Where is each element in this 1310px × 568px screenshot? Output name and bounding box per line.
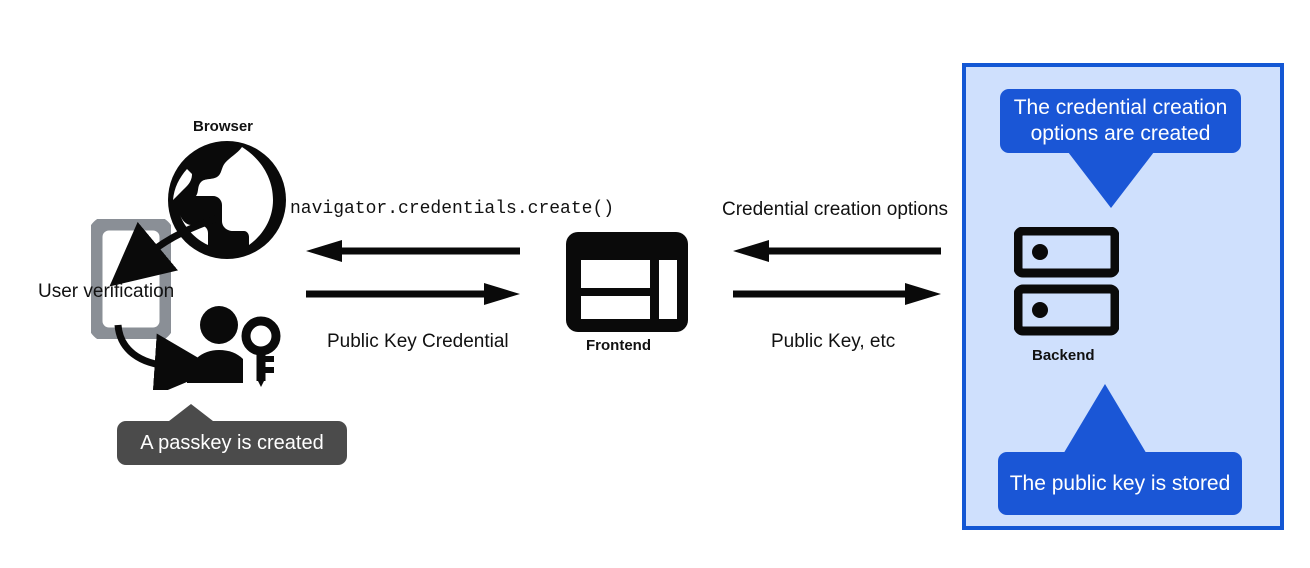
callout-public-key-stored-text: The public key is stored <box>1009 471 1231 495</box>
callout-tail-public-key-stored <box>1062 384 1148 456</box>
callout-passkey-created: A passkey is created <box>117 421 347 465</box>
browser-label: Browser <box>193 118 254 135</box>
server-racks-icon <box>1014 227 1119 336</box>
user-verification-label: User verification <box>38 281 175 302</box>
arrow-left-icon <box>733 240 941 262</box>
arrow-left-icon <box>306 240 520 262</box>
arrow-right-icon <box>306 283 520 305</box>
user-with-key-icon <box>187 306 281 387</box>
curved-arrow-icon <box>109 214 220 287</box>
backend-label: Backend <box>1032 347 1095 364</box>
callout-tail-credential-options <box>1068 152 1154 208</box>
callout-credential-creation-options-text: The credential creation options are crea… <box>1013 96 1228 145</box>
flow-label-credential-creation-options: Credential creation options <box>722 199 949 220</box>
frontend-window-icon <box>566 232 688 332</box>
frontend-label: Frontend <box>586 337 651 354</box>
curved-arrow-icon <box>114 324 218 390</box>
flow-label-navigator-create: navigator.credentials.create() <box>290 199 615 219</box>
callout-credential-creation-options: The credential creation options are crea… <box>1000 89 1241 153</box>
callout-passkey-created-text: A passkey is created <box>140 431 324 454</box>
callout-public-key-stored: The public key is stored <box>998 452 1242 515</box>
flow-label-public-key-credential: Public Key Credential <box>327 331 509 352</box>
arrow-right-icon <box>733 283 941 305</box>
flow-label-public-key-etc: Public Key, etc <box>771 331 896 352</box>
